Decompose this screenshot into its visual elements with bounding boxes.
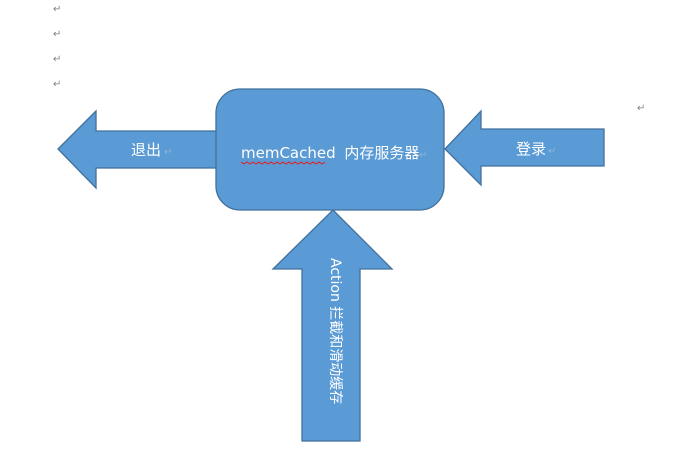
memcached-server-node[interactable] [215, 88, 445, 211]
paragraph-mark: ↵ [53, 79, 62, 90]
paragraph-mark: ↵ [53, 54, 62, 65]
action-arrow-label: Action 拦截和滑动缓存 [327, 258, 344, 404]
login-arrow-label: 登录 [516, 140, 546, 158]
spellcheck-underline [240, 161, 326, 165]
exit-arrow-label: 退出 [131, 141, 161, 159]
server-node-description: 内存服务器 [344, 144, 419, 162]
paragraph-mark: ↵ [548, 146, 556, 157]
login-arrow[interactable] [444, 109, 605, 187]
paragraph-mark: ↵ [53, 29, 62, 40]
paragraph-mark: ↵ [164, 147, 172, 158]
paragraph-mark: ↵ [637, 103, 646, 114]
action-arrow[interactable] [271, 209, 394, 442]
paragraph-mark: ↵ [53, 4, 62, 15]
paragraph-mark: ↵ [419, 150, 427, 161]
server-node-label: memCached 内存服务器 [241, 144, 419, 162]
server-node-term: memCached [241, 144, 336, 162]
